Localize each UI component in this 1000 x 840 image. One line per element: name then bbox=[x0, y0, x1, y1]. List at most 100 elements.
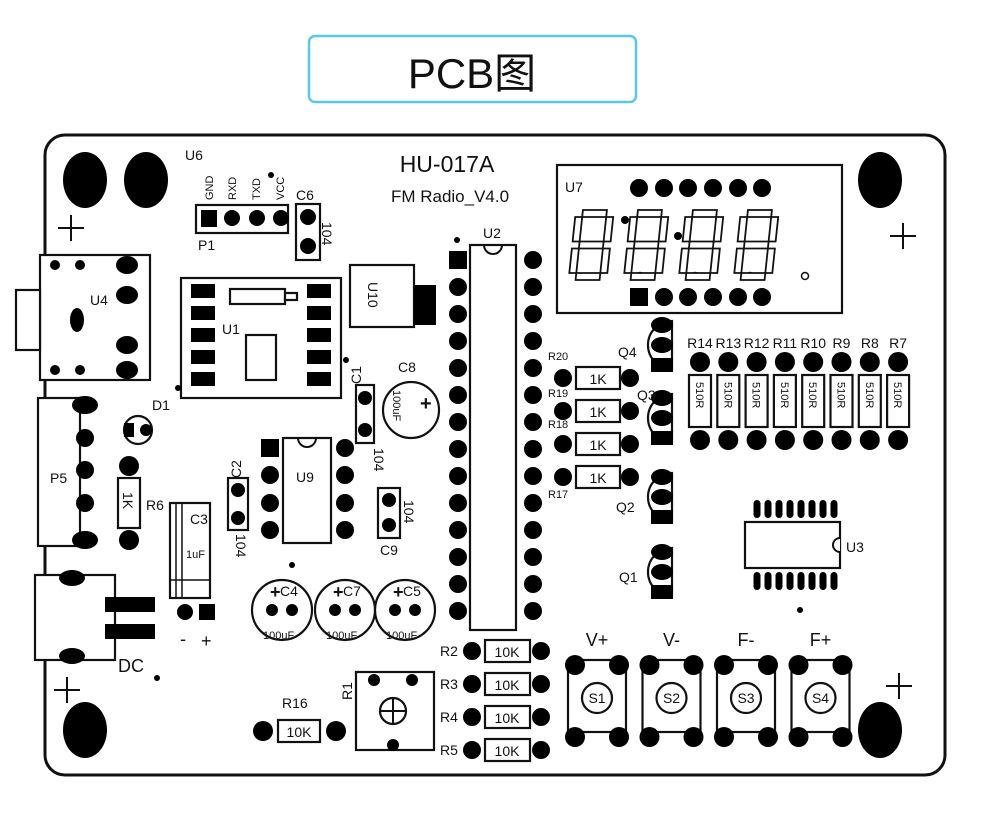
resistor-body bbox=[483, 638, 532, 664]
pad bbox=[888, 430, 909, 450]
pad bbox=[651, 317, 673, 333]
c9-label: C9 bbox=[380, 542, 398, 558]
pad bbox=[651, 564, 673, 580]
u1-label: U1 bbox=[222, 321, 240, 337]
transistor-label: Q4 bbox=[618, 344, 637, 360]
display-segment bbox=[739, 272, 767, 281]
resistor-body bbox=[744, 373, 769, 429]
pad bbox=[639, 655, 660, 675]
switch-label: S1 bbox=[588, 690, 605, 706]
pad bbox=[753, 179, 771, 197]
pad bbox=[786, 572, 794, 590]
transistor-label: Q3 bbox=[637, 387, 656, 403]
resistor-label: R4 bbox=[440, 709, 458, 725]
connector-p1: U6 GND RXD TXD VCC P1 bbox=[185, 147, 290, 253]
pad bbox=[191, 306, 215, 320]
pad bbox=[524, 305, 542, 323]
pad bbox=[859, 352, 880, 372]
c5-label: C5 bbox=[403, 583, 421, 599]
display-segment bbox=[712, 216, 725, 243]
c4-label: C4 bbox=[280, 583, 298, 599]
pad bbox=[651, 510, 673, 524]
pad bbox=[683, 727, 704, 747]
pad bbox=[524, 494, 542, 512]
pad bbox=[286, 604, 298, 616]
resistor-value: 1K bbox=[589, 371, 607, 387]
u10-label: U10 bbox=[365, 282, 381, 308]
c5-polarity: + bbox=[393, 582, 404, 602]
button-label-3: F+ bbox=[810, 630, 832, 650]
pad bbox=[524, 386, 542, 404]
pin-label-gnd: GND bbox=[204, 176, 216, 201]
resistor-value: 510R bbox=[778, 382, 790, 408]
button-label-2: F- bbox=[738, 630, 755, 650]
resistor-body bbox=[687, 373, 713, 429]
resistor-label: R17 bbox=[548, 489, 568, 501]
switch-s1[interactable]: S1 bbox=[565, 655, 629, 747]
board-model: HU-017A bbox=[400, 151, 495, 177]
pad bbox=[718, 430, 739, 450]
pad bbox=[786, 500, 794, 518]
pad bbox=[349, 604, 361, 616]
resistor-value: 10K bbox=[495, 743, 521, 759]
dc-jack: DC bbox=[33, 570, 160, 681]
resistor-value: 10K bbox=[495, 644, 521, 660]
switch-label: S4 bbox=[812, 690, 829, 706]
pad bbox=[389, 604, 401, 616]
display-segment bbox=[733, 247, 745, 274]
switch-s2[interactable]: S2 bbox=[639, 655, 704, 747]
pad bbox=[746, 430, 767, 450]
resistor-label: R20 bbox=[548, 351, 568, 363]
pad bbox=[191, 350, 215, 364]
ic-u3: U3 bbox=[743, 500, 864, 613]
display-segment bbox=[657, 216, 670, 243]
pad bbox=[831, 430, 852, 450]
resistor-label: R2 bbox=[440, 643, 458, 659]
ic-u2: U2 bbox=[449, 225, 542, 632]
capacitor-c2: C2 104 bbox=[226, 460, 250, 558]
resistor-body bbox=[885, 373, 911, 429]
display-segment bbox=[599, 247, 611, 274]
capacitor-c4 bbox=[250, 578, 314, 642]
pad bbox=[753, 500, 761, 518]
pad bbox=[449, 440, 467, 458]
pad bbox=[775, 500, 783, 518]
d1-label: D1 bbox=[152, 397, 170, 413]
r6-value: 1K bbox=[120, 492, 136, 510]
pad bbox=[554, 369, 572, 387]
c6-label: C6 bbox=[296, 187, 314, 203]
capacitor-c1: C1 104 bbox=[348, 366, 387, 472]
pad bbox=[307, 306, 331, 320]
switch-s3[interactable]: S3 bbox=[714, 655, 778, 747]
pad bbox=[307, 328, 331, 342]
pad bbox=[803, 352, 824, 372]
c8-value: 100uF bbox=[390, 390, 402, 421]
pad bbox=[764, 572, 772, 590]
pad bbox=[651, 585, 673, 599]
pad bbox=[621, 216, 629, 224]
pad bbox=[714, 727, 734, 747]
transistor-label: Q1 bbox=[619, 569, 638, 585]
r16-value: 10K bbox=[287, 724, 313, 740]
c8-polarity: + bbox=[420, 393, 432, 415]
pad bbox=[524, 548, 542, 566]
display-segment bbox=[681, 216, 694, 243]
pad bbox=[830, 500, 838, 518]
display-u7: U7 bbox=[555, 163, 844, 315]
switch-s4[interactable]: S4 bbox=[788, 655, 853, 747]
pad bbox=[524, 602, 542, 620]
pad bbox=[409, 604, 421, 616]
pad bbox=[830, 572, 838, 590]
resistor-body bbox=[483, 704, 532, 730]
capacitor-c9: 104 C9 bbox=[376, 486, 417, 558]
pad bbox=[639, 727, 660, 747]
pad bbox=[329, 604, 341, 616]
resistor-label: R19 bbox=[548, 388, 568, 400]
resistor-value: 10K bbox=[495, 710, 521, 726]
pad bbox=[655, 179, 673, 197]
pad bbox=[788, 655, 809, 675]
c6-value: 104 bbox=[319, 222, 335, 246]
pin-label-txd: TXD bbox=[251, 178, 263, 200]
display-segment bbox=[602, 216, 615, 243]
